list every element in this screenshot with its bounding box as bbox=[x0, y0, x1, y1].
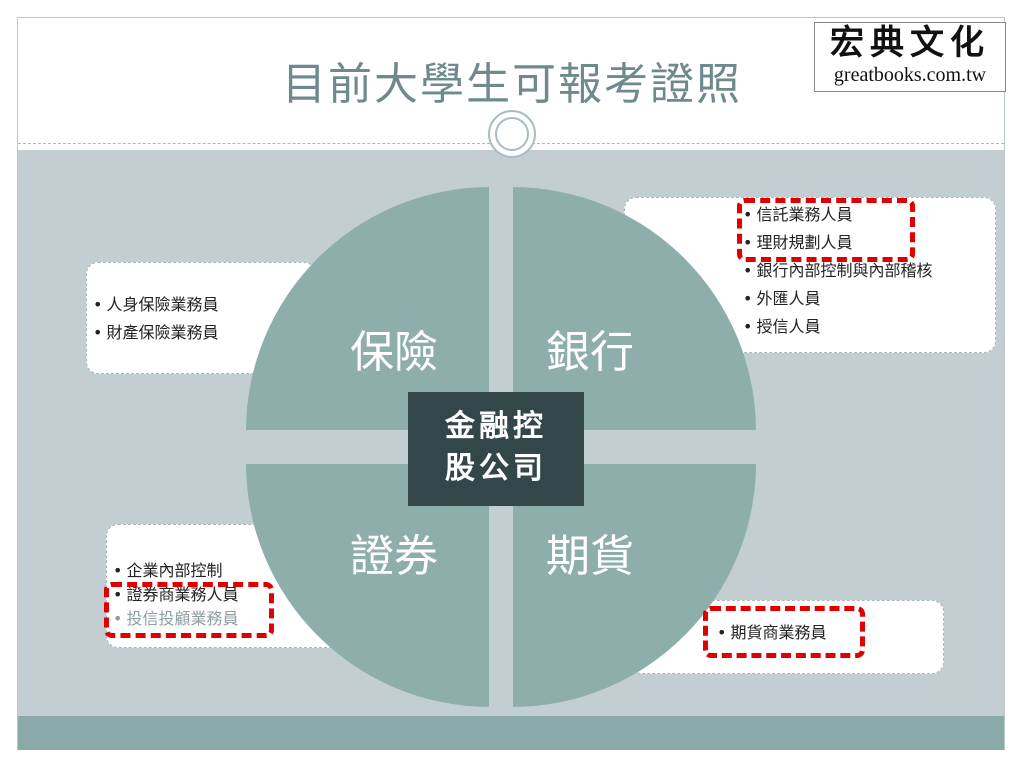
page-title: 目前大學生可報考證照 bbox=[282, 59, 742, 110]
center-box: 金融控 股公司 bbox=[408, 392, 584, 506]
publisher-logo: 宏典文化 greatbooks.com.tw bbox=[814, 22, 1006, 92]
highlight-bank bbox=[737, 198, 915, 262]
footer-bar bbox=[18, 716, 1004, 750]
center-label-line2: 股公司 bbox=[445, 451, 547, 486]
list-item: 理財規劃人員 bbox=[743, 229, 995, 257]
list-item: 財產保險業務員 bbox=[93, 319, 315, 347]
list-item: 信託業務人員 bbox=[743, 201, 995, 229]
segment-futures bbox=[513, 464, 756, 707]
segment-label-insurance: 保險 bbox=[350, 327, 438, 378]
highlight-futures bbox=[703, 606, 865, 658]
segment-insurance bbox=[246, 187, 489, 430]
list-item: 授信人員 bbox=[743, 313, 995, 341]
segment-label-securities: 證券 bbox=[350, 531, 438, 582]
list-item: 期貨商業務員 bbox=[717, 619, 943, 647]
segment-label-bank: 銀行 bbox=[546, 327, 634, 378]
segment-securities bbox=[246, 464, 489, 707]
list-item: 人身保險業務員 bbox=[93, 291, 315, 319]
list-item: 投信投顧業務員 bbox=[113, 607, 345, 631]
list-item: 證券商業務人員 bbox=[113, 583, 345, 607]
logo-name: 宏典文化 bbox=[830, 23, 990, 63]
list-item: 外匯人員 bbox=[743, 285, 995, 313]
logo-url: greatbooks.com.tw bbox=[833, 64, 987, 86]
segment-label-futures: 期貨 bbox=[546, 531, 634, 582]
list-item: 銀行內部控制與內部稽核 bbox=[743, 257, 995, 285]
ring-ornament-inner bbox=[495, 117, 529, 151]
highlight-securities bbox=[104, 582, 274, 638]
list-item: 企業內部控制 bbox=[113, 559, 345, 583]
segment-bank bbox=[513, 187, 756, 430]
center-label-line1: 金融控 bbox=[445, 409, 547, 444]
